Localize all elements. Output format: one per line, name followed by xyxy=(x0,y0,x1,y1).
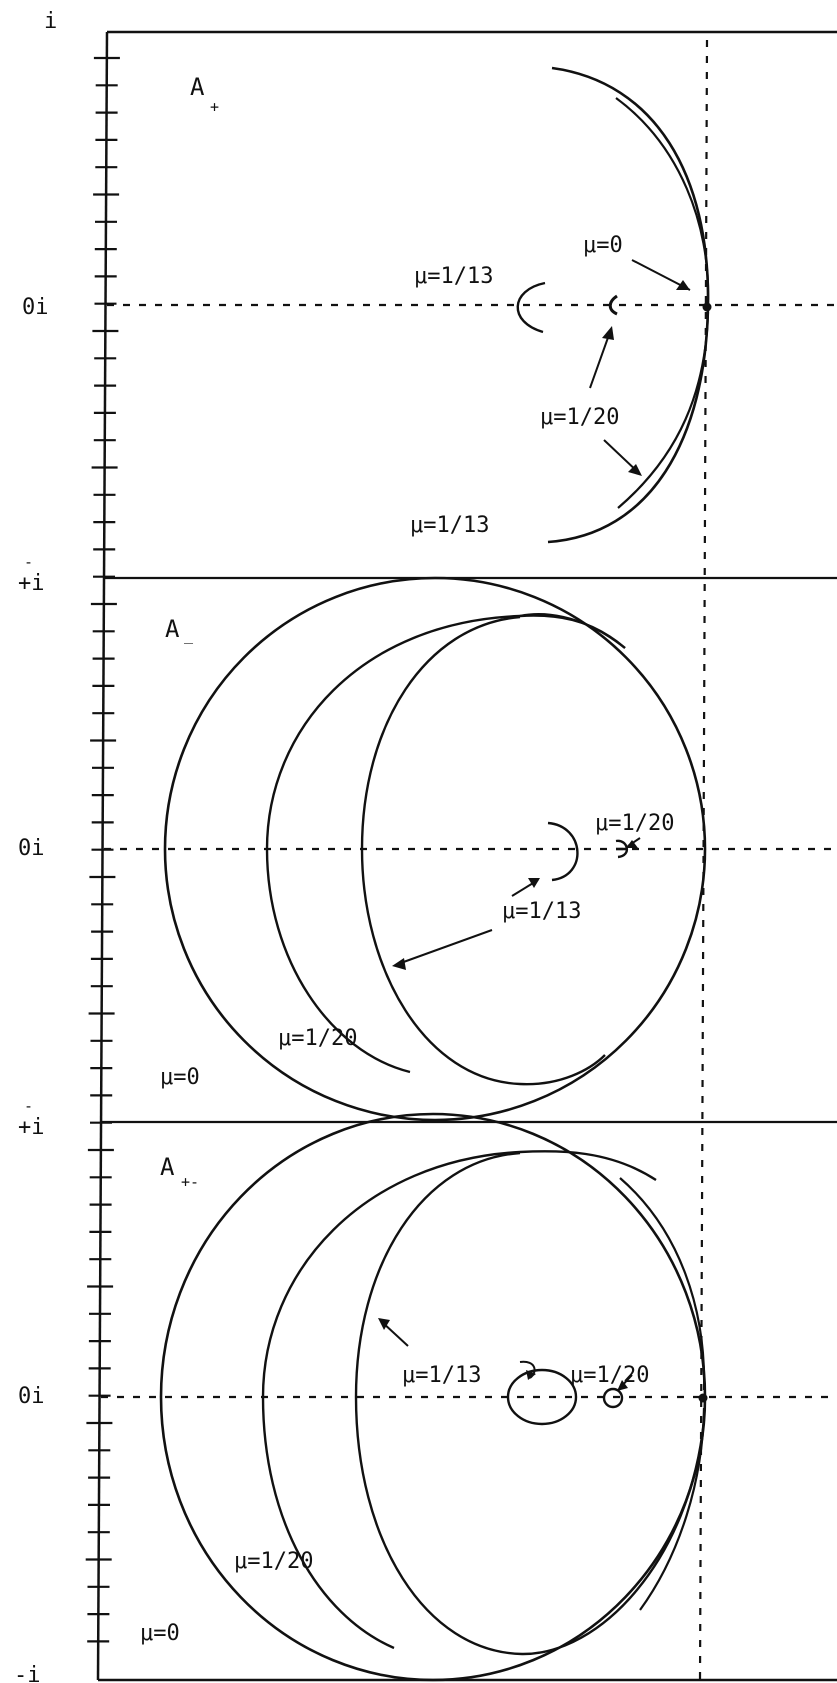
arrow-mu-1-13-outer-head xyxy=(392,958,406,970)
label-mu-1-13-upper: μ=1/13 xyxy=(414,264,493,289)
frame-left-edge xyxy=(96,31,109,1681)
arrow-mu-0-head xyxy=(676,280,690,290)
panel-a-plus-minus-title-sub: +- xyxy=(181,1173,199,1191)
boundary-curve-inner-upper xyxy=(619,1177,706,1391)
arrow-mu-1-20-up-shaft xyxy=(589,331,611,389)
panel-a-plus-minus-title: A xyxy=(160,1153,175,1181)
axis-divider-label-1: +i xyxy=(18,571,45,596)
boundary-curve-mu-1-13 xyxy=(360,615,606,1086)
boundary-curve-mu-1-20 xyxy=(261,1150,657,1650)
boundary-curve-mu-1-20-upper xyxy=(615,97,710,301)
arrow-mu-1-13-outer-head xyxy=(378,1318,390,1330)
panel-a-plus: A + μ=0 μ=1/13 μ=1/20 μ=1/13 xyxy=(190,66,712,544)
stability-point xyxy=(698,1393,708,1403)
boundary-circle-mu-0 xyxy=(163,576,707,1122)
label-mu-1-20-left: μ=1/20 xyxy=(278,1026,357,1051)
label-mu-1-20-right: μ=1/20 xyxy=(595,811,674,836)
label-mu-0: μ=0 xyxy=(160,1065,200,1090)
label-mu-1-20-right: μ=1/20 xyxy=(570,1363,649,1388)
arrow-mu-1-20-up-head xyxy=(602,326,614,340)
label-mu-1-20-left: μ=1/20 xyxy=(234,1549,313,1574)
boundary-arc-mu-1-20 xyxy=(608,294,618,316)
panel-a-minus: A _ μ=1/20 μ=1/13 μ=1/20 μ=0 xyxy=(160,576,707,1122)
arrow-mu-1-13-inner-head xyxy=(528,878,540,888)
boundary-circle-mu-0 xyxy=(159,1112,707,1682)
axis-center-label-2: 0i xyxy=(18,836,45,861)
arrow-mu-1-20-head xyxy=(617,1380,628,1391)
axis-bottom-label: -i xyxy=(14,1663,41,1683)
boundary-curve-mu-1-20-cap xyxy=(519,613,626,649)
label-mu-0: μ=0 xyxy=(140,1621,180,1646)
figure-frame xyxy=(96,30,837,1682)
axis-divider-bar-2: - xyxy=(24,1097,33,1115)
boundary-curve-mu-1-20 xyxy=(265,614,626,1074)
arrow-mu-1-13-inner-head xyxy=(526,1370,536,1380)
arrow-mu-1-20-head xyxy=(626,840,638,848)
boundary-loop-mu-1-20 xyxy=(602,1387,624,1409)
panel-a-minus-title-sub: _ xyxy=(184,626,194,644)
boundary-arc-mu-1-13 xyxy=(516,281,546,334)
boundary-ellipse-mu-1-13 xyxy=(506,1368,578,1426)
axis-divider-label-2: +i xyxy=(18,1115,45,1140)
imaginary-axis-ticks xyxy=(85,56,120,1643)
arrow-mu-1-20-down-head xyxy=(628,464,642,476)
boundary-curve-mu-1-20-lower xyxy=(617,311,710,509)
boundary-arc-mu-1-13-inner xyxy=(547,821,579,882)
stability-point xyxy=(702,302,712,312)
axis-divider-bar-1: - xyxy=(24,553,33,571)
boundary-arc-mu-1-20-inner xyxy=(615,839,628,859)
panel-a-plus-minus: A +- μ=1/13 μ=1/20 μ=1/20 μ=0 xyxy=(140,1112,708,1682)
imaginary-axis-labels: i 0i 0i 0i +i - +i - -i xyxy=(14,9,57,1683)
boundary-curve-inner-lower xyxy=(639,1407,706,1611)
panel-a-plus-title: A xyxy=(190,73,205,101)
panel-a-minus-title: A xyxy=(165,615,180,643)
boundary-curve-mu-1-13 xyxy=(354,1151,706,1656)
label-mu-1-13: μ=1/13 xyxy=(402,1363,481,1388)
label-mu-1-13-lower: μ=1/13 xyxy=(410,513,489,538)
axis-center-label-3: 0i xyxy=(18,1384,45,1409)
label-mu-0: μ=0 xyxy=(583,233,623,258)
axis-center-label-1: 0i xyxy=(22,295,49,320)
panel-a-plus-title-sub: + xyxy=(210,98,219,116)
label-mu-1-13: μ=1/13 xyxy=(502,899,581,924)
axis-top-label: i xyxy=(44,9,57,34)
arrow-mu-1-13-outer-shaft xyxy=(397,929,493,965)
label-mu-1-20: μ=1/20 xyxy=(540,405,619,430)
